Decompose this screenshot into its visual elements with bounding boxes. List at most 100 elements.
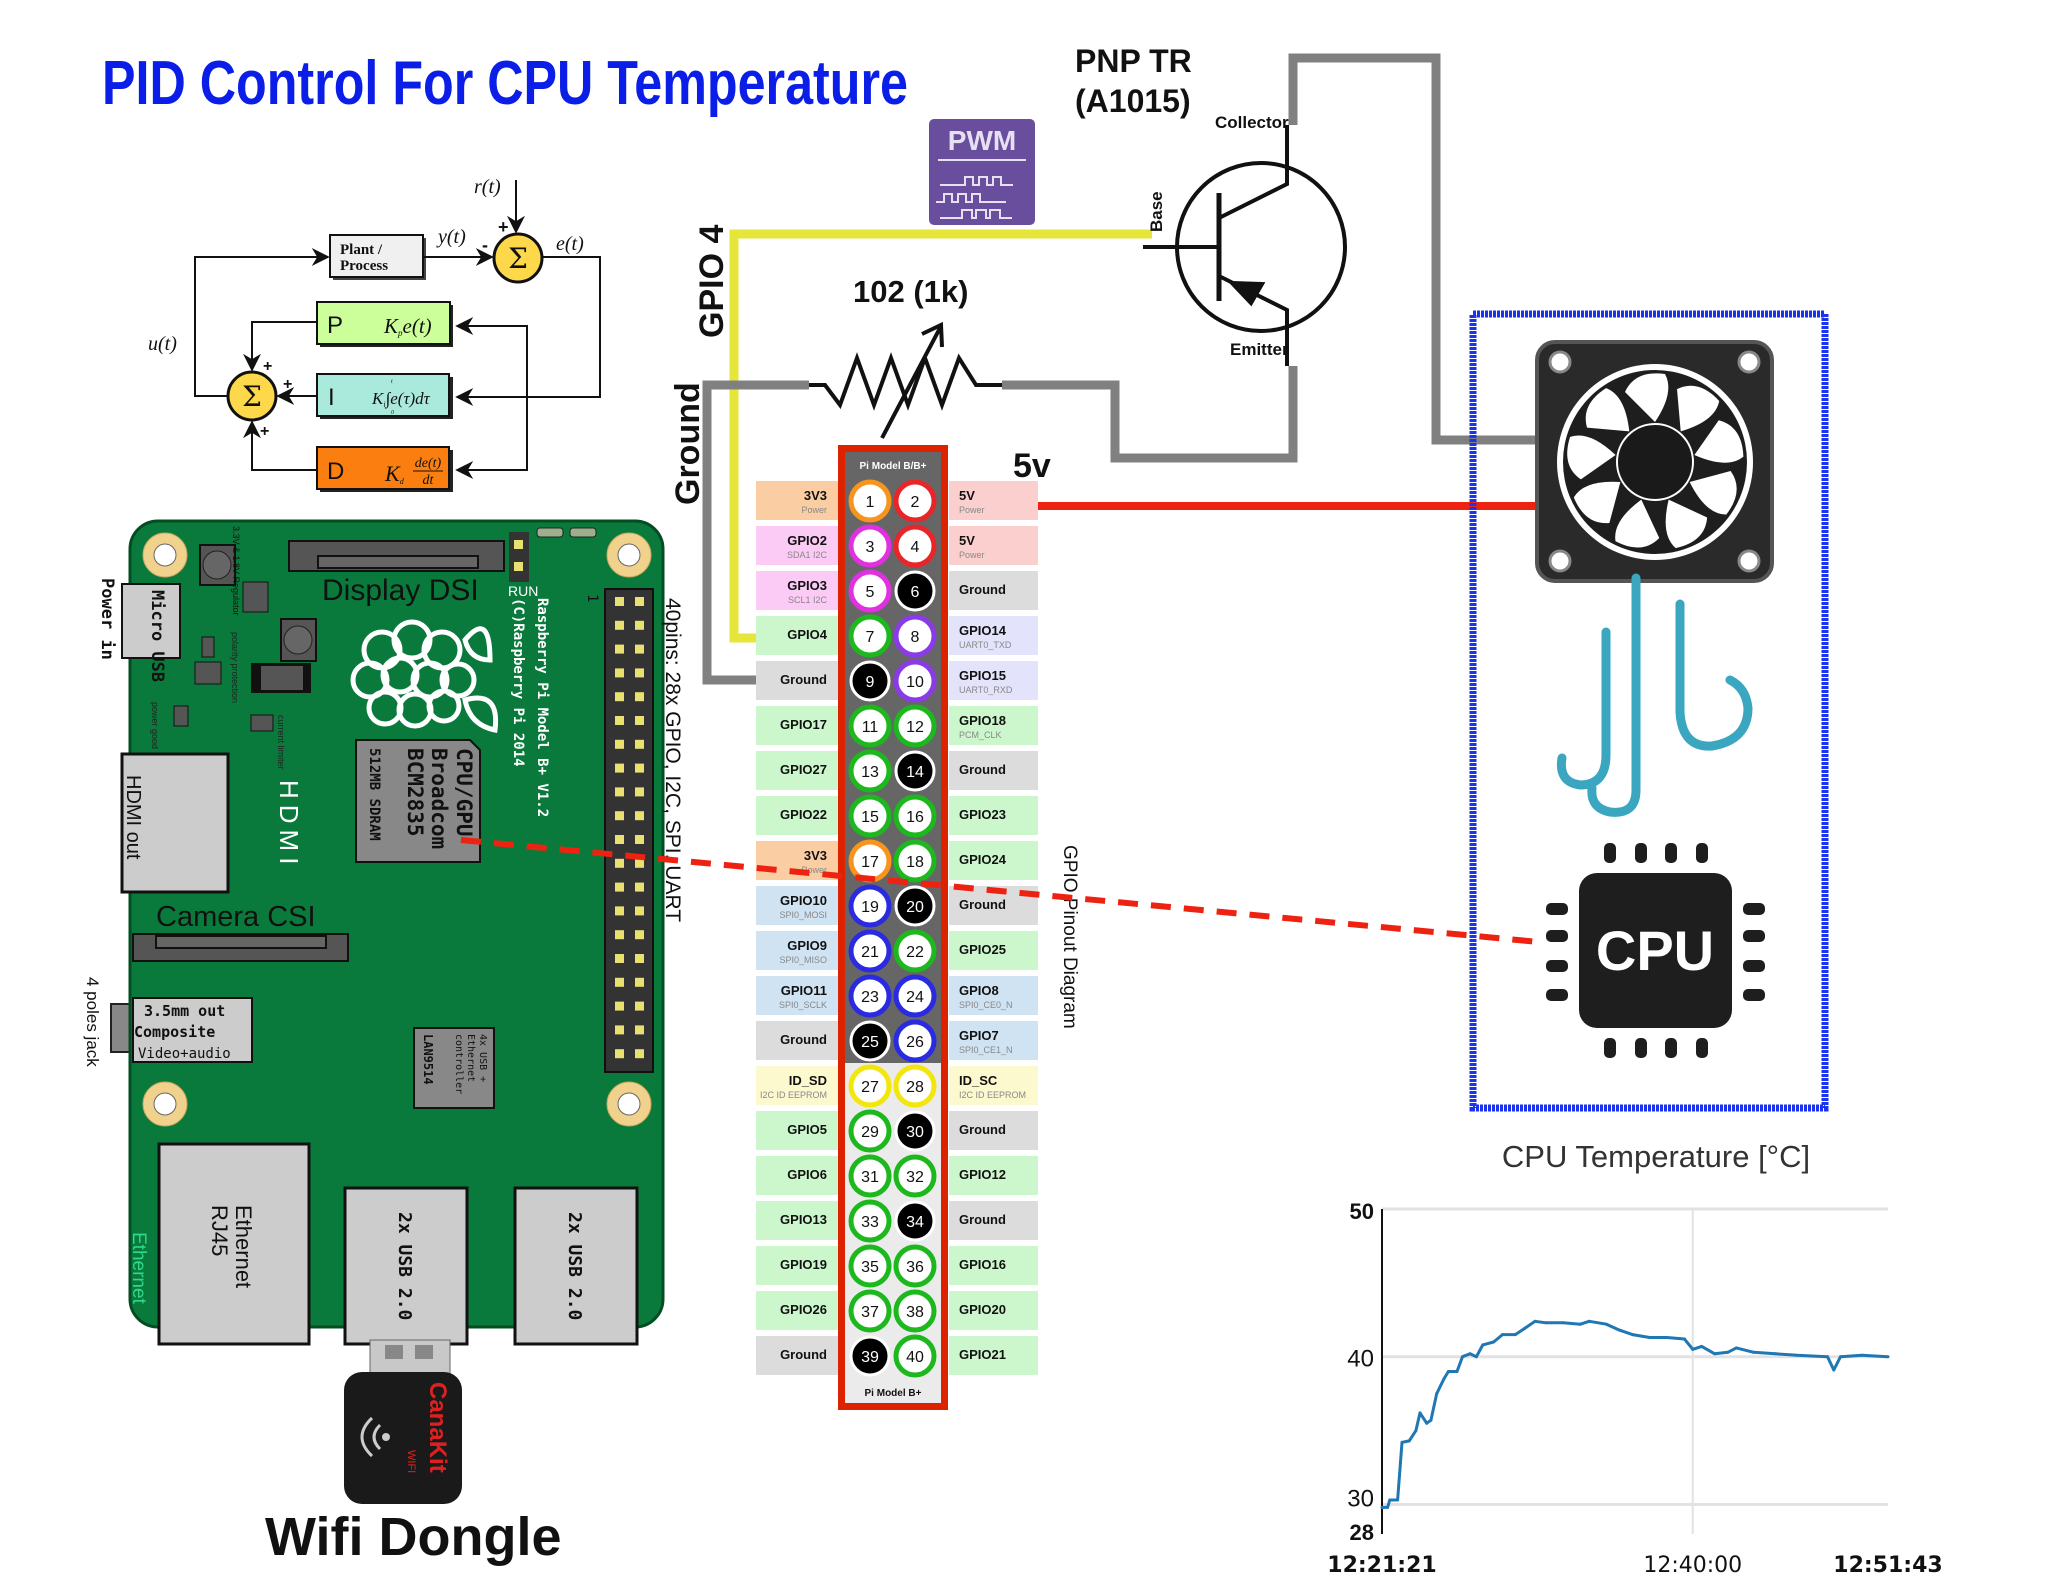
pin-label-bg [949,841,1038,880]
board-header-pin [615,977,624,987]
plant-label-1: Plant / [340,242,383,258]
board-header-pin [635,597,644,606]
pin-38: GPIO20 38 [893,1289,1038,1333]
e-label: e(t) [556,233,584,255]
pin-number: 14 [906,764,924,781]
data-point [1442,1377,1446,1381]
usb-port-2-label: 2x USB 2.0 [564,1212,585,1320]
pin-name: GPIO25 [959,942,1006,957]
pin-label-bg [756,706,838,745]
led-pwr [569,527,597,538]
pin-circle [893,1289,937,1333]
data-point [1700,1344,1704,1348]
pin-name: GPIO7 [959,1028,999,1043]
pin-name: Ground [780,1032,827,1047]
x-tick-label: 12:40:00 [1643,1553,1742,1578]
d-numerator: de(t) [415,456,442,471]
board-header-pin [615,906,624,916]
pin-circle [848,749,892,793]
pin-function: Power [801,505,827,515]
wifi-dongle: CanaKit WIFI [344,1339,462,1504]
mounting-holes [142,532,652,1127]
usb-port-2 [513,1186,639,1346]
p-formula: Kpe(t) [383,314,432,338]
board-header-pin [635,787,644,797]
pin-name: GPIO3 [787,578,827,593]
pin-circle [893,614,937,658]
fan-blade [1615,499,1660,548]
pin-label-bg [756,616,838,655]
pin-circle [893,479,937,523]
pin-number: 20 [906,899,924,916]
pin-label-bg [756,976,838,1015]
pin-name: GPIO10 [780,893,827,908]
board-header-pin [635,1001,644,1011]
run-label: RUN [508,583,538,599]
data-point [1631,1333,1635,1337]
pin-label-bg [949,796,1038,835]
pin-label-bg [949,931,1038,970]
cpu-pin [1696,843,1708,863]
cpu-pin [1665,843,1677,863]
i-label: I [328,384,335,411]
x-tick-label: 12:21:21 [1327,1553,1436,1578]
pin-number: 23 [861,989,879,1006]
pin-name: GPIO23 [959,807,1006,822]
pin-label-bg [756,751,838,790]
jack-label: 4 poles jack [83,977,102,1067]
pin-number: 36 [906,1259,924,1276]
cpu-pin [1635,1038,1647,1058]
pin-circle [893,1019,937,1063]
pin-label-bg [949,1291,1038,1330]
pin-label-bg [756,886,838,925]
pin-circle [893,794,937,838]
pin-name: GPIO14 [959,623,1007,638]
emitter-label: Emitter [1230,340,1289,359]
pin-name: GPIO16 [959,1257,1006,1272]
pin-circle [848,1199,892,1243]
pin-name: 5V [959,488,975,503]
board-header-pin [635,977,644,987]
header-bottom-label: Pi Model B+ [865,1388,922,1399]
pin-number: 38 [906,1304,924,1321]
board-header-pin [615,1025,624,1035]
pin-name: GPIO5 [787,1122,827,1137]
pin-name: GPIO4 [787,627,828,642]
data-point [1513,1333,1517,1337]
pin-function: Power [959,505,985,515]
pin-name: GPIO18 [959,713,1006,728]
pin-number: 27 [861,1079,879,1096]
data-point [1380,1505,1384,1509]
pin-number: 40 [906,1349,924,1366]
board-header-pin [615,692,624,702]
pin-name: GPIO20 [959,1302,1006,1317]
plus-p: + [263,358,272,375]
pin-number: 19 [861,899,879,916]
pin-number: 26 [906,1034,924,1051]
pin-circle [848,929,892,973]
pin-name: GPIO2 [787,533,827,548]
board-header-pin [615,597,624,606]
pin-number: 11 [862,719,879,736]
ground-label: Ground [669,382,707,505]
fan-blade [1567,435,1616,480]
r-label: r(t) [474,176,501,198]
fan-cpu-frame [1469,310,1829,1112]
cpu-pin [1604,843,1616,863]
pin-name: Ground [780,1347,827,1362]
pin-function: UART0_RXD [959,685,1013,695]
pin-circle [894,1200,936,1242]
pin-circle [893,974,937,1018]
fan-icon [1535,340,1774,583]
